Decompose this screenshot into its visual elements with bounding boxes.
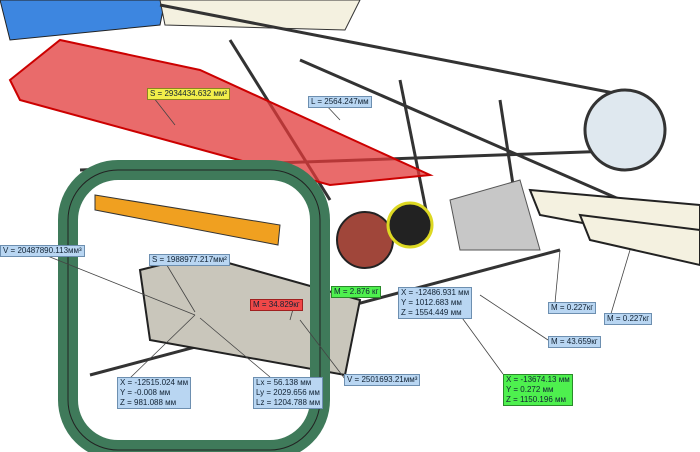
tank-center-x: X = -12515.024 мм (120, 378, 189, 387)
tank-mass-callout: M = 34.829кг (250, 299, 303, 311)
tank-volume-callout: V = 2501693.21мм³ (344, 374, 421, 386)
tank-lx: Lx = 56.138 мм (256, 378, 312, 387)
tank-lz: Lz = 1204.788 мм (256, 398, 321, 407)
point-a-z: Z = 1554.449 мм (401, 308, 462, 317)
point-a-y: Y = 1012.683 мм (401, 298, 462, 307)
frame-volume-callout: V = 20487890.113мм³ (0, 245, 85, 257)
point-a-x: X = -12486.931 мм (401, 288, 470, 297)
tank-center-coords: X = -12515.024 мм Y = -0.008 мм Z = 981.… (117, 377, 192, 409)
tail-fin-blue (0, 0, 166, 41)
cg-z: Z = 1150.196 мм (506, 395, 566, 404)
tank-center-z: Z = 981.088 мм (120, 398, 177, 407)
tank-ly: Ly = 2029.656 мм (256, 388, 320, 397)
ribs (528, 188, 700, 267)
wing-highlighted (8, 38, 434, 187)
tail-fin (159, 0, 361, 31)
rear-bulkhead (583, 88, 667, 172)
engine-mass-callout: M = 43.659кг (548, 336, 601, 348)
wing-area-callout: S = 2934434.632 мм² (147, 88, 231, 100)
tank-dimensions: Lx = 56.138 мм Ly = 2029.656 мм Lz = 120… (253, 377, 324, 409)
tank-area-callout: S = 1988977.217мм² (149, 254, 230, 266)
tank-center-y: Y = -0.008 мм (120, 388, 171, 397)
engine (336, 211, 394, 269)
part-mass-callout: M = 2.876 кг (331, 286, 382, 298)
cg-y: Y = 0.272 мм (506, 385, 554, 394)
mount-rail (94, 194, 281, 246)
rib-mass-callout-2: M = 0.227кг (604, 313, 653, 325)
wing-length-callout: L = 2564.247мм (308, 96, 372, 108)
propeller-hub (386, 201, 434, 249)
cg-x: X = -13674.13 мм (506, 375, 570, 384)
exhaust-duct (449, 179, 541, 251)
cg-point-coords: X = -13674.13 мм Y = 0.272 мм Z = 1150.1… (503, 374, 573, 406)
leader-lines (44, 92, 631, 380)
rib-mass-callout-1: M = 0.227кг (548, 302, 597, 314)
point-a-coords: X = -12486.931 мм Y = 1012.683 мм Z = 15… (398, 287, 473, 319)
